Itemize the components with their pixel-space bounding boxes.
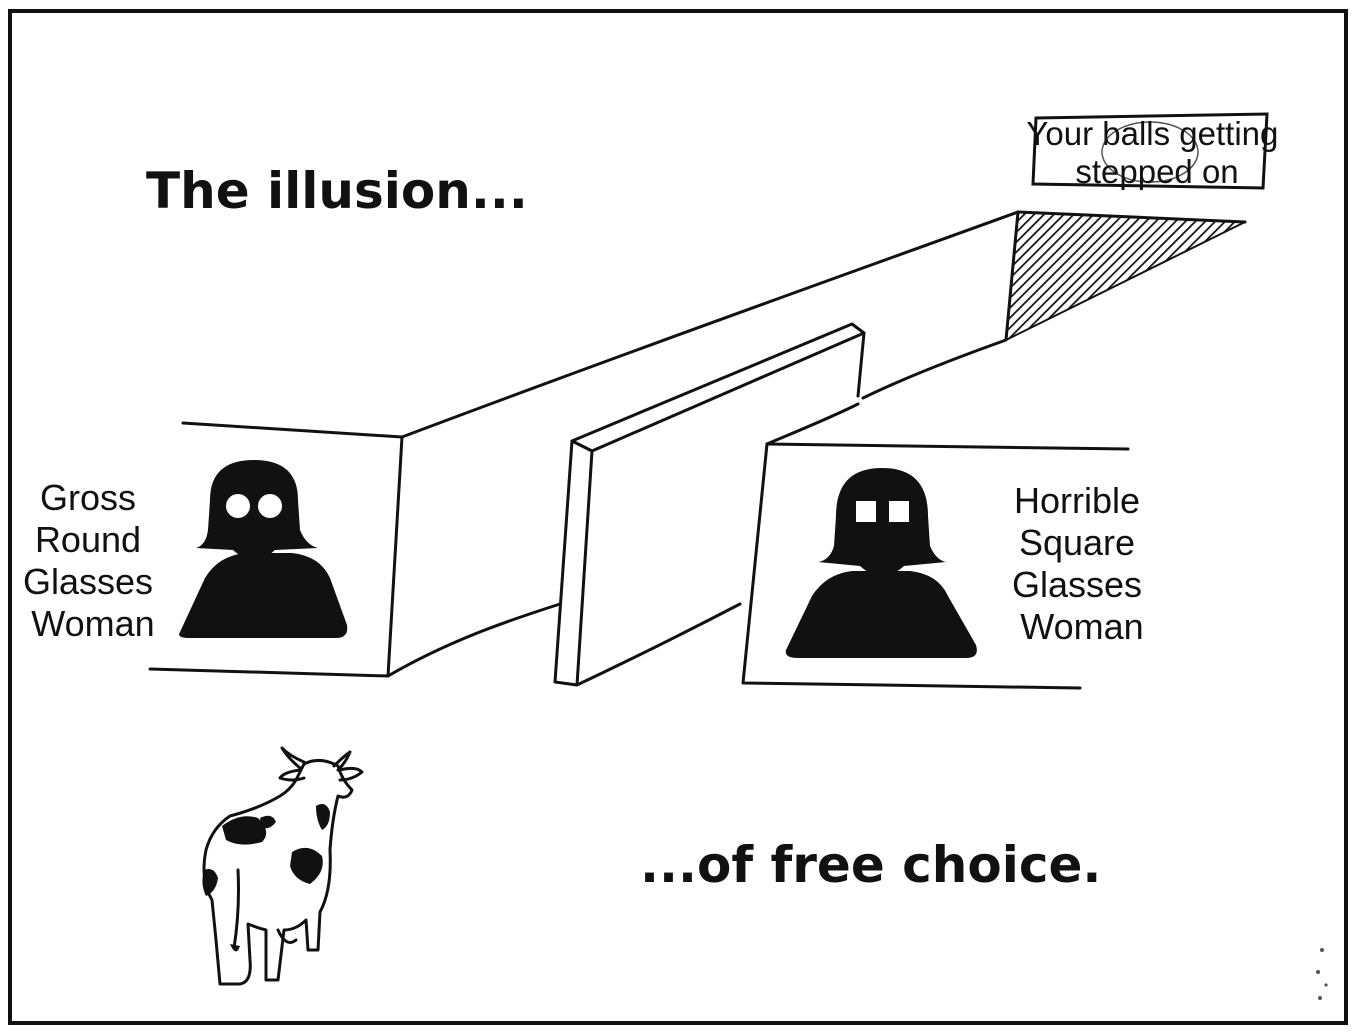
left-label: Gross Round Glasses Woman	[23, 477, 163, 644]
cow-icon	[202, 746, 364, 986]
right-label-line-1: Horrible	[1014, 480, 1140, 521]
stray-marks	[1316, 948, 1328, 1000]
right-label: Horrible Square Glasses Woman	[1012, 480, 1152, 647]
middle-divider	[553, 322, 866, 687]
sign-line-1: Your balls getting	[1026, 115, 1278, 152]
woman-round-glasses-icon	[179, 460, 348, 638]
left-label-line-1: Gross	[40, 477, 136, 518]
right-label-line-2: Square	[1019, 522, 1135, 563]
right-label-line-3: Glasses	[1012, 564, 1142, 605]
woman-square-glasses-icon	[785, 468, 977, 658]
end-sign: Your balls getting stepped on	[1026, 112, 1287, 190]
far-wall	[386, 210, 1247, 678]
sign-text: Your balls getting stepped on	[1026, 115, 1287, 190]
left-label-line-3: Glasses	[23, 561, 153, 602]
sign-line-2: stepped on	[1075, 153, 1238, 190]
left-label-line-4: Woman	[31, 603, 154, 644]
left-label-line-2: Round	[35, 519, 141, 560]
caption-bottom: ...of free choice.	[640, 836, 1101, 894]
left-wall	[148, 421, 404, 678]
right-wall	[741, 402, 1130, 690]
caption-top: The illusion...	[146, 162, 528, 220]
right-label-line-4: Woman	[1020, 606, 1143, 647]
